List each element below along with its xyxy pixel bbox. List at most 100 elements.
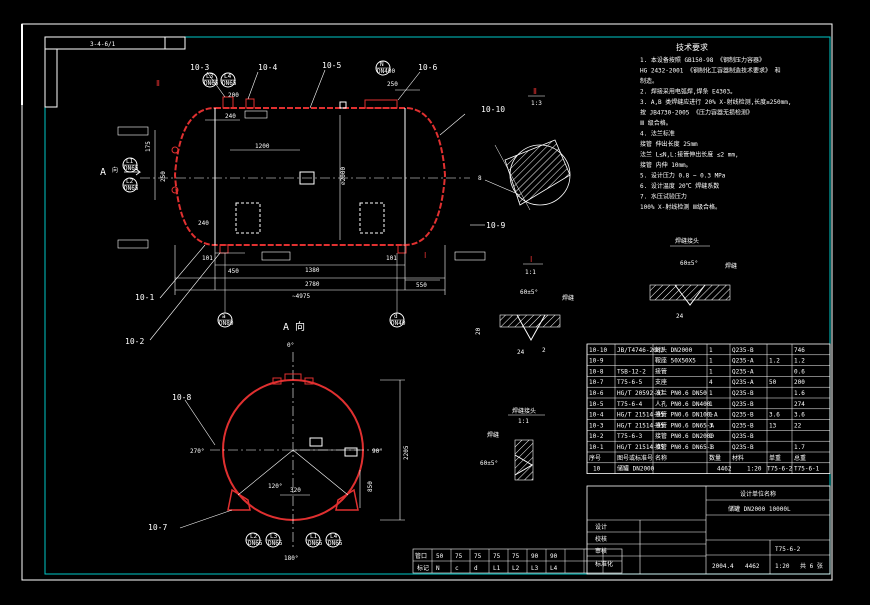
note-line: 3. A,B 类焊缝应进行 20% X-射线检测,长度≥250mm,: [640, 98, 791, 106]
bom-cell: 1: [709, 390, 713, 397]
corner-code-box: 3-4-6/1: [44, 36, 186, 108]
bom-cell: Q235-B: [732, 444, 754, 451]
detail-i-label: Ⅰ: [530, 255, 532, 264]
bom-cell: 10-8: [589, 368, 604, 375]
detail-i-scale: 1:1: [525, 269, 536, 276]
bom-cell: 1.7: [794, 444, 805, 451]
note-line: 7. 水压试验压力: [640, 193, 687, 201]
bom-cell: Q235-A: [732, 379, 754, 386]
svg-text:DN65: DN65: [308, 540, 323, 547]
dim-1200: 1200: [255, 143, 270, 150]
bom-cell: Q235-B: [732, 390, 754, 397]
tb-row-3: 审核: [595, 547, 607, 555]
side-angle-0: 0°: [287, 342, 294, 349]
detail-weld-lower: 焊缝接头 1:1 60±5° 焊缝: [480, 407, 545, 481]
bom-cell: 1: [709, 412, 713, 419]
svg-text:L2: L2: [126, 178, 134, 185]
bom-cell: 13: [769, 422, 777, 429]
nozzle-value: 50: [436, 553, 444, 560]
side-angle-180: 180°: [284, 555, 298, 562]
weld-lower-label: 焊缝: [487, 431, 499, 439]
nozzle-value: 90: [550, 553, 558, 560]
bom-header-cell: 序号: [589, 454, 601, 462]
bom-cell: 支座: [655, 378, 667, 386]
note-line: 1. 本设备按照 GB150-98 《钢制压力容器》: [640, 56, 765, 64]
svg-text:DN65: DN65: [124, 165, 139, 172]
weld-lower-angle: 60±5°: [480, 460, 498, 467]
bom-cell: Q235-B: [732, 412, 754, 419]
nozzle-value: 75: [512, 553, 520, 560]
dim-550: 550: [416, 282, 427, 289]
bom-cell: 鞍座 50X50X5: [655, 357, 696, 365]
detail-i-dim-2: 2: [542, 347, 546, 354]
dim-4975: ∼4975: [292, 293, 310, 300]
nozzle-value: 75: [455, 553, 463, 560]
note-line: 100% X-射线检测 Ⅲ级合格。: [640, 203, 721, 211]
weld-right-dim-24: 24: [676, 313, 684, 320]
bom-cell: 1: [709, 401, 713, 408]
nozzle-top-4: [339, 101, 347, 109]
bom-cell: 200: [794, 379, 805, 386]
bom-cell: 1: [709, 358, 713, 365]
bom-cell: 1: [709, 347, 713, 354]
nozzle-mark: 标记: [417, 564, 429, 572]
tb-row-4: 标准化: [595, 560, 613, 568]
svg-text:N: N: [380, 61, 384, 68]
bom-cell: 10-10: [589, 347, 607, 354]
dim-2780: 2780: [305, 281, 320, 288]
bom-cell: 10-4: [589, 412, 604, 419]
bom-cell: 接管 PN0.6 DN2000: [655, 432, 714, 440]
bom-cell: Q235-A: [732, 358, 754, 365]
bom-cell: 1: [709, 368, 713, 375]
bom-cell: 1: [709, 433, 713, 440]
side-label-10-7: 10-7: [148, 523, 167, 532]
side-dim-850: 850: [367, 481, 374, 492]
corner-code: 3-4-6/1: [90, 41, 116, 48]
bom-cell: Q235-A: [732, 368, 754, 375]
bom-cell: Q235-B: [732, 347, 754, 354]
tb-drawing-no: T75-6-2: [775, 546, 801, 553]
tb-project: 储罐 DN2000 10000L: [728, 505, 791, 513]
side-view: A 向 0° 90° 180° 270° 120° 320 850 2205: [148, 320, 410, 562]
bom-cell: 10-3: [589, 422, 604, 429]
tb-company: 设计单位名称: [740, 490, 776, 498]
internal-support-left: [235, 202, 261, 234]
nozzle-bottom-2: [397, 244, 407, 254]
svg-text:a: a: [222, 313, 226, 320]
tb-scale: 1:20: [775, 563, 790, 570]
note-line: 5. 设计压力 0.8 ~ 0.3 MPa: [640, 172, 726, 180]
nozzle-bottom-1: [219, 244, 229, 254]
tb-row-1: 设计: [595, 523, 607, 531]
detail-i: Ⅰ 1:1 60±5° 焊缝 24 20 2: [475, 255, 574, 356]
note-line: 法兰 L≤N,L:接管伸出长度 ≤2 mm,: [640, 151, 739, 159]
detail-i-dim-20: 20: [475, 327, 482, 335]
note-line: 4. 法兰标准: [640, 130, 675, 138]
bom-cell: 人孔 PN0.6 DN400: [655, 400, 711, 408]
svg-text:L4: L4: [330, 533, 338, 540]
bom-cell: 274: [794, 401, 805, 408]
detail-ii-label: Ⅱ: [533, 87, 537, 96]
bom-cell: 接管: [655, 367, 667, 375]
weld-right-title: 焊缝接头: [675, 237, 699, 245]
view-a-sub: 向: [112, 166, 118, 174]
svg-text:L2: L2: [250, 533, 258, 540]
svg-text:L1: L1: [126, 158, 134, 165]
view-a-label: A: [100, 167, 106, 178]
svg-text:L1: L1: [310, 533, 318, 540]
side-label-10-8: 10-8: [172, 393, 191, 402]
nozzle-top-3: [364, 99, 398, 109]
nozzle-mark: L2: [512, 565, 520, 572]
note-line: 2. 焊接采用电弧焊,焊条 E4303。: [640, 88, 736, 96]
bom-cell: JB/T4746-2002: [617, 347, 664, 354]
bom-summary-total: 4462: [717, 466, 732, 473]
svg-text:L4: L4: [224, 73, 232, 80]
bom-cell: T75-6-4: [617, 401, 643, 408]
side-angle-90: 90°: [372, 448, 383, 455]
svg-text:DN40: DN40: [391, 320, 406, 327]
